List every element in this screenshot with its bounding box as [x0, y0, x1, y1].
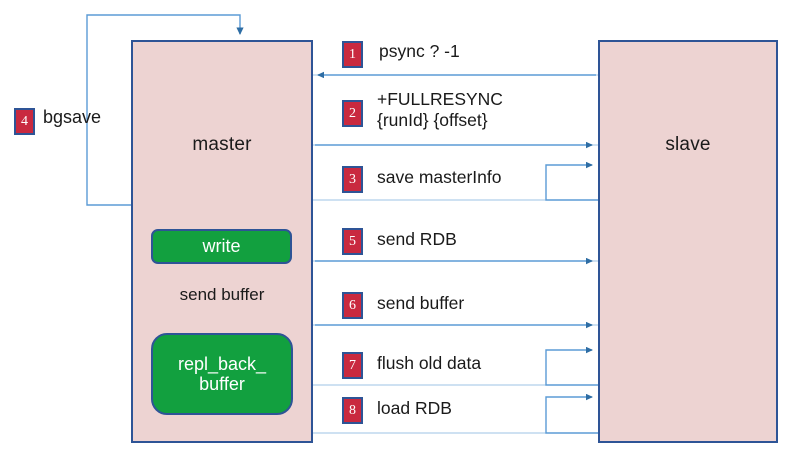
step-badge-7[interactable]: 7	[342, 352, 363, 379]
step-badge-5[interactable]: 5	[342, 228, 363, 255]
arrow-step-3	[545, 161, 598, 201]
step-caption-2: +FULLRESYNC {runId} {offset}	[377, 89, 503, 130]
step-badge-1-number: 1	[349, 46, 356, 62]
step-badge-8-number: 8	[349, 402, 356, 418]
node-master-label: master	[192, 134, 252, 155]
step-badge-8[interactable]: 8	[342, 397, 363, 424]
step-badge-5-number: 5	[349, 233, 356, 249]
step-badge-7-number: 7	[349, 357, 356, 373]
step-caption-3: save masterInfo	[377, 167, 502, 187]
step-caption-1: psync ? -1	[379, 41, 460, 61]
arrow-step-4	[86, 14, 244, 206]
node-slave[interactable]: slave	[598, 40, 778, 443]
step-badge-1[interactable]: 1	[342, 41, 363, 68]
node-repl-back-buffer[interactable]: repl_back_ buffer	[151, 333, 293, 415]
node-write[interactable]: write	[151, 229, 292, 264]
node-slave-label: slave	[665, 134, 711, 155]
step-badge-4-number: 4	[21, 113, 28, 129]
step-caption-4: bgsave	[43, 107, 102, 127]
step-caption-8: load RDB	[377, 398, 452, 418]
step-caption-5: send RDB	[377, 229, 457, 249]
step-caption-6: send buffer	[377, 293, 465, 313]
step-badge-3-number: 3	[349, 171, 356, 187]
step-caption-7: flush old data	[377, 353, 482, 373]
step-badge-6[interactable]: 6	[342, 292, 363, 319]
step-badge-2-number: 2	[349, 105, 356, 121]
inner-edge-label-send-buffer: send buffer	[179, 285, 265, 304]
arrow-step-8	[545, 393, 598, 434]
step-badge-3[interactable]: 3	[342, 166, 363, 193]
step-badge-6-number: 6	[349, 297, 356, 313]
node-write-label: write	[202, 236, 241, 257]
arrow-step-7	[545, 346, 598, 386]
step-badge-4[interactable]: 4	[14, 108, 35, 135]
step-badge-2[interactable]: 2	[342, 100, 363, 127]
node-repl-back-buffer-label: repl_back_ buffer	[177, 353, 267, 394]
